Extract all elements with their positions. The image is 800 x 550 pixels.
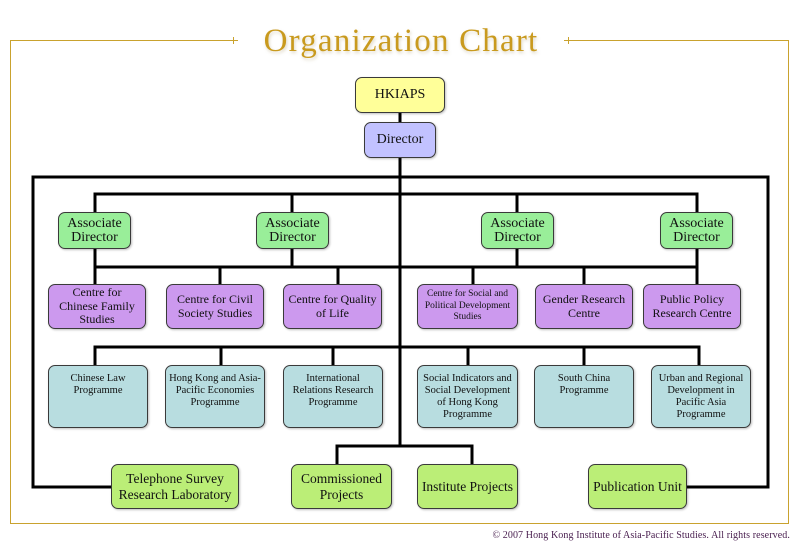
node-centre-chinese-family: Centre for Chinese Family Studies <box>48 284 146 329</box>
programme-label: Urban and Regional Development in Pacifi… <box>658 373 744 421</box>
title-banner: Organization Chart <box>238 18 564 64</box>
title-ornament-right <box>564 40 574 41</box>
programme-label: International Relations Research Program… <box>292 373 374 409</box>
node-director-label: Director <box>376 132 424 148</box>
programme-label: Hong Kong and Asia-Pacific Economies Pro… <box>169 373 261 409</box>
node-programme-hk-asia-pacific-economies: Hong Kong and Asia-Pacific Economies Pro… <box>165 365 265 428</box>
node-hkiaps-label: HKIAPS <box>374 87 426 103</box>
page-title: Organization Chart <box>263 22 539 59</box>
programme-label: South China Programme <box>557 373 611 397</box>
node-associate-director-2: Associate Director <box>256 212 329 249</box>
node-hkiaps: HKIAPS <box>355 77 445 113</box>
node-centre-quality-of-life: Centre for Quality of Life <box>283 284 382 329</box>
node-institute-projects: Institute Projects <box>417 464 518 509</box>
centre-label: Centre for Chinese Family Studies <box>59 285 135 327</box>
associate-line2: Director <box>494 229 541 245</box>
centre-label: Public Policy Research Centre <box>652 292 732 320</box>
associate-line2: Director <box>673 229 720 245</box>
unit-label: Telephone Survey Research Laboratory <box>118 470 232 502</box>
unit-label: Publication Unit <box>593 478 682 494</box>
unit-label: Institute Projects <box>421 478 514 494</box>
node-programme-south-china: South China Programme <box>534 365 634 428</box>
associate-line1: Associate <box>67 215 122 231</box>
node-centre-public-policy: Public Policy Research Centre <box>643 284 741 329</box>
title-ornament-left-mark <box>233 37 234 44</box>
unit-label: Commissioned Projects <box>300 470 382 502</box>
programme-label: Chinese Law Programme <box>70 373 126 397</box>
node-centre-gender-research: Gender Research Centre <box>535 284 633 329</box>
copyright-notice: © 2007 Hong Kong Institute of Asia-Pacif… <box>492 530 790 541</box>
title-ornament-right-mark <box>568 37 569 44</box>
centre-label: Centre for Civil Society Studies <box>177 292 253 320</box>
associate-line2: Director <box>269 229 316 245</box>
node-programme-social-indicators: Social Indicators and Social Development… <box>417 365 518 428</box>
programme-label: Social Indicators and Social Development… <box>423 373 512 421</box>
node-telephone-survey-lab: Telephone Survey Research Laboratory <box>111 464 239 509</box>
connector-outer-left <box>31 175 402 489</box>
node-publication-unit: Publication Unit <box>588 464 687 509</box>
node-programme-urban-regional: Urban and Regional Development in Pacifi… <box>651 365 751 428</box>
node-commissioned-projects: Commissioned Projects <box>291 464 392 509</box>
node-associate-director-1: Associate Director <box>58 212 131 249</box>
node-associate-director-3: Associate Director <box>481 212 554 249</box>
centre-label: Centre for Quality of Life <box>288 292 377 320</box>
associate-line1: Associate <box>669 215 724 231</box>
node-centre-civil-society: Centre for Civil Society Studies <box>166 284 264 329</box>
node-director: Director <box>364 122 436 158</box>
node-centre-social-political: Centre for Social and Political Developm… <box>417 284 518 329</box>
node-programme-international-relations: International Relations Research Program… <box>283 365 383 428</box>
centre-label: Gender Research Centre <box>542 292 626 320</box>
connector-outer-right <box>398 175 770 489</box>
associate-line2: Director <box>71 229 118 245</box>
node-associate-director-4: Associate Director <box>660 212 733 249</box>
associate-line1: Associate <box>265 215 320 231</box>
centre-label: Centre for Social and Political Developm… <box>424 288 511 323</box>
associate-line1: Associate <box>490 215 545 231</box>
node-programme-chinese-law: Chinese Law Programme <box>48 365 148 428</box>
